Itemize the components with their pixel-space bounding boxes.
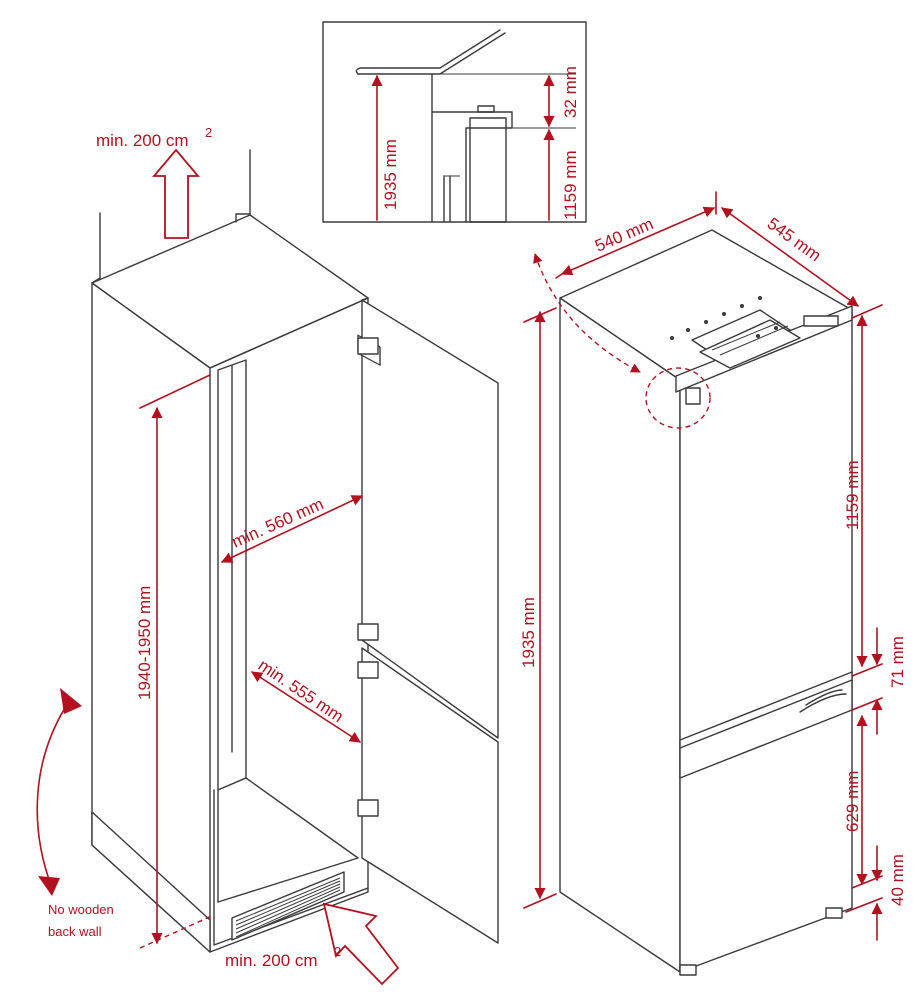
bottom-vent-grille [231,871,345,941]
top-vent-sup: 2 [205,125,212,140]
no-wooden-back-wall-note: No wooden back wall [36,688,114,939]
top-vent-arrow: min. 200 cm 2 [96,125,212,239]
lower-door-dimension: 629 mm [843,714,868,886]
unit-width-label: 540 mm [592,214,656,255]
detail-hinge-label: 1159 mm [561,150,580,220]
appliance-unit [533,229,853,976]
top-vent-label: min. 200 cm [96,131,189,150]
no-wooden-line2: back wall [48,924,102,939]
no-wooden-line1: No wooden [48,902,114,917]
upper-door-label: 1159 mm [843,460,862,530]
detail-height-label: 1935 mm [381,139,400,210]
unit-height-dimension: 1935 mm [519,307,557,909]
door-gap-top-dimension: 71 mm [851,627,907,735]
door-gap-bottom-dimension: 40 mm [845,845,907,941]
lower-door-label: 629 mm [843,771,862,832]
niche-width-dimension: min. 560 mm [220,494,364,563]
detail-gap-label: 32 mm [561,66,580,118]
unit-depth-label: 545 mm [764,214,825,265]
unit-height-label: 1935 mm [519,597,538,668]
bottom-vent-label: min. 200 cm [225,951,318,970]
bottom-vent-sup: 2 [334,944,341,959]
open-door [357,297,499,944]
hinge-detail-inset: 1935 mm 32 mm 1159 mm [322,21,587,223]
door-gap-top-label: 71 mm [888,636,907,688]
niche-depth-dimension: min. 555 mm [251,656,361,743]
cabinet-niche [91,149,499,953]
bottom-vent-arrow: min. 200 cm 2 [225,902,400,986]
door-gap-bottom-label: 40 mm [888,854,907,906]
niche-height-dimension: 1940-1950 mm [135,374,215,949]
niche-height-label: 1940-1950 mm [135,586,154,700]
niche-depth-label: min. 555 mm [255,656,347,727]
niche-width-label: min. 560 mm [229,494,326,551]
upper-door-dimension: 1159 mm [843,304,883,668]
